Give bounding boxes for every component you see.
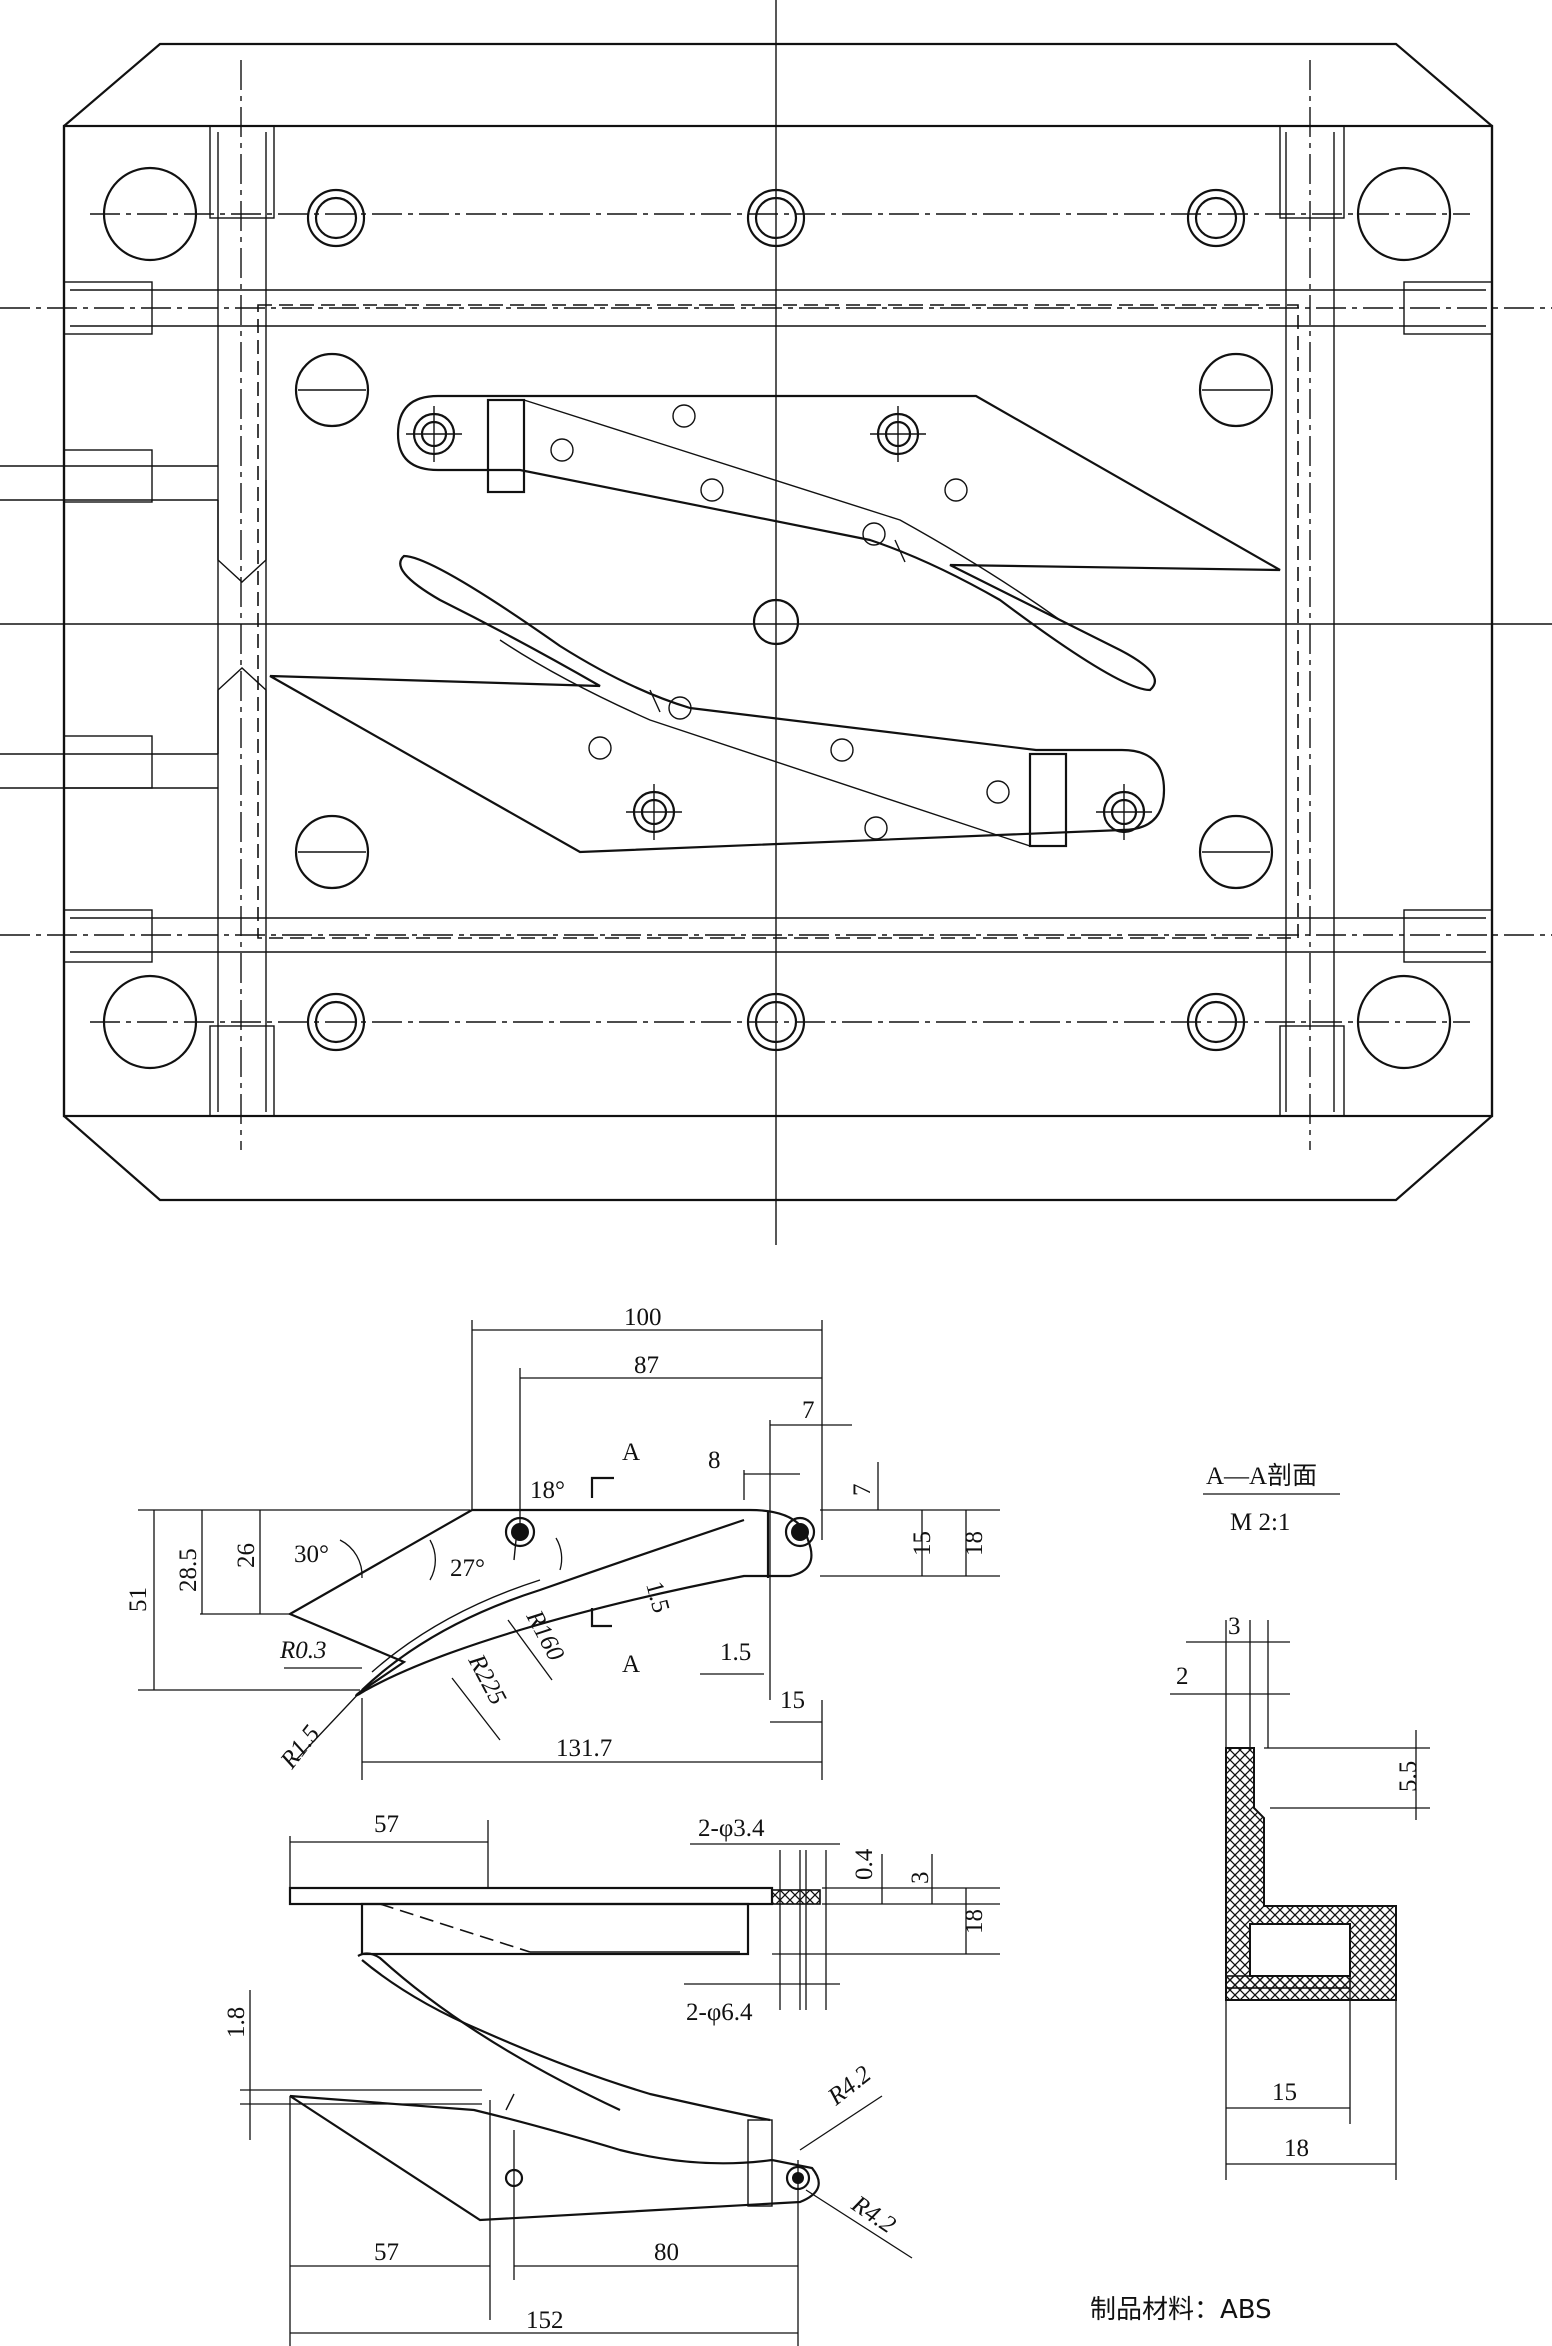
dim-152: 152	[526, 2307, 564, 2334]
dim-1-5-slanted: 1.5	[640, 1579, 674, 1616]
angle-27: 27°	[450, 1555, 485, 1582]
dim-7-horizontal: 7	[802, 1397, 815, 1424]
dim-131-7: 131.7	[556, 1735, 612, 1762]
dim-15-lower: 15	[780, 1687, 805, 1714]
dim-1-8: 1.8	[223, 2007, 250, 2038]
angle-30: 30°	[294, 1541, 329, 1568]
radius-160: R160	[520, 1605, 569, 1666]
guide-pin-holes	[102, 166, 1452, 1070]
dim-7-vertical: 7	[849, 1484, 876, 1497]
dim-100: 100	[624, 1304, 662, 1331]
section-marker-upper: A	[622, 1439, 640, 1466]
dim-26: 26	[233, 1543, 260, 1568]
material-note: 制品材料：ABS	[1090, 2295, 1272, 2325]
dim-87: 87	[634, 1352, 659, 1379]
dim-51: 51	[125, 1587, 152, 1612]
radius-4-2-lower: R4.2	[846, 2190, 901, 2239]
section-dim-5-5: 5.5	[1395, 1761, 1422, 1792]
dim-0-4: 0.4	[851, 1848, 878, 1880]
dim-28-5: 28.5	[175, 1548, 202, 1592]
part-lower-view	[240, 1952, 913, 2346]
part-side-view	[288, 1820, 1000, 2010]
hole-small-label: 2-φ3.4	[698, 1815, 765, 1842]
section-dim-18: 18	[1284, 2135, 1309, 2162]
radius-1-5: R1.5	[275, 1720, 326, 1774]
dim-80: 80	[654, 2239, 679, 2266]
mold-plate-inner	[62, 124, 1494, 1118]
dim-18-upper: 18	[961, 1531, 988, 1556]
hole-crosshairs	[298, 389, 1270, 853]
radius-4-2-upper: R4.2	[822, 2061, 876, 2112]
hole-large-label: 2-φ6.4	[686, 1999, 753, 2026]
dim-1-5: 1.5	[720, 1639, 751, 1666]
section-dim-3: 3	[1228, 1613, 1241, 1640]
lower-cavity	[269, 554, 1166, 854]
section-scale: M 2:1	[1230, 1509, 1290, 1536]
section-dim-2: 2	[1176, 1663, 1189, 1690]
dim-3-side: 3	[907, 1872, 934, 1885]
dim-18-side: 18	[961, 1909, 988, 1934]
dim-8: 8	[708, 1447, 721, 1474]
dim-57-side: 57	[374, 1811, 399, 1838]
section-dim-15: 15	[1272, 2079, 1297, 2106]
bolt-holes	[294, 188, 1274, 1052]
section-marker-lower: A	[622, 1651, 640, 1678]
parting-recess-dashed	[257, 304, 1299, 939]
mold-plate-outline	[62, 42, 1494, 1202]
part-plan-dimensions	[138, 1320, 1000, 1780]
radius-0-3: R0.3	[279, 1637, 327, 1664]
dim-15-upper: 15	[909, 1531, 936, 1556]
dim-57-lower: 57	[374, 2239, 399, 2266]
angle-18: 18°	[530, 1477, 565, 1504]
section-a-a	[1170, 1493, 1430, 2180]
section-title: A—A剖面	[1206, 1462, 1317, 1490]
runner-channels	[0, 125, 1493, 1117]
mold-plate-plan-view	[0, 0, 1552, 1245]
